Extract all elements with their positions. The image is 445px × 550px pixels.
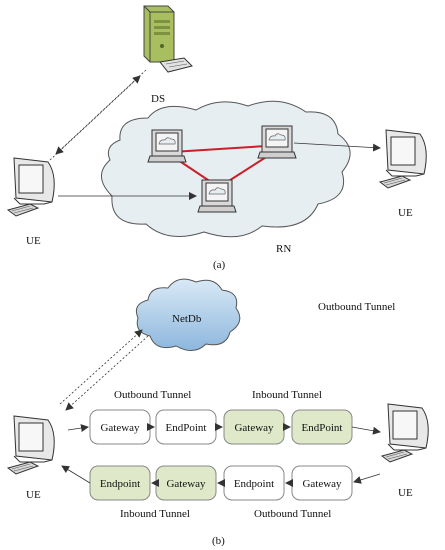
tunnel-node-label: EndPoint bbox=[166, 422, 207, 434]
bottom-left-group-label: Inbound Tunnel bbox=[120, 508, 190, 520]
rn-cloud bbox=[101, 100, 351, 238]
caption-b: (b) bbox=[212, 535, 225, 547]
relay-node-icon bbox=[197, 179, 237, 213]
tunnel-node-label: Endpoint bbox=[100, 478, 140, 490]
ue-left-label-b: UE bbox=[26, 489, 41, 501]
ue-left-computer-icon bbox=[7, 157, 55, 217]
ue-right-computer-icon bbox=[379, 129, 427, 189]
tunnel-node-label: Gateway bbox=[302, 478, 342, 490]
bottom-right-group-label: Outbound Tunnel bbox=[254, 508, 331, 520]
top-left-group-label: Outbound Tunnel bbox=[114, 389, 191, 401]
ds-label: DS bbox=[151, 93, 165, 105]
ue-left-computer-icon bbox=[7, 415, 55, 475]
outbound-tunnel-note: Outbound Tunnel bbox=[318, 301, 395, 313]
tunnel-node-label: EndPoint bbox=[302, 422, 343, 434]
tunnel-node-label: Endpoint bbox=[234, 478, 274, 490]
tunnel-node-label: Gateway bbox=[100, 422, 140, 434]
relay-node-icon bbox=[257, 125, 297, 159]
top-row: Gateway EndPoint Gateway EndPoint bbox=[89, 409, 353, 445]
rn-label: RN bbox=[276, 243, 291, 255]
caption-a: (a) bbox=[213, 259, 226, 271]
top-right-group-label: Inbound Tunnel bbox=[252, 389, 322, 401]
ue-right-label: UE bbox=[398, 207, 413, 219]
ue-left-label: UE bbox=[26, 235, 41, 247]
ds-server-icon bbox=[143, 5, 193, 73]
ue-right-label-b: UE bbox=[398, 487, 413, 499]
netdb-label: NetDb bbox=[172, 313, 202, 325]
ue-right-computer-icon bbox=[381, 403, 429, 463]
relay-node-icon bbox=[147, 129, 187, 163]
tunnel-node-label: Gateway bbox=[234, 422, 274, 434]
tunnel-node-label: Gateway bbox=[166, 478, 206, 490]
